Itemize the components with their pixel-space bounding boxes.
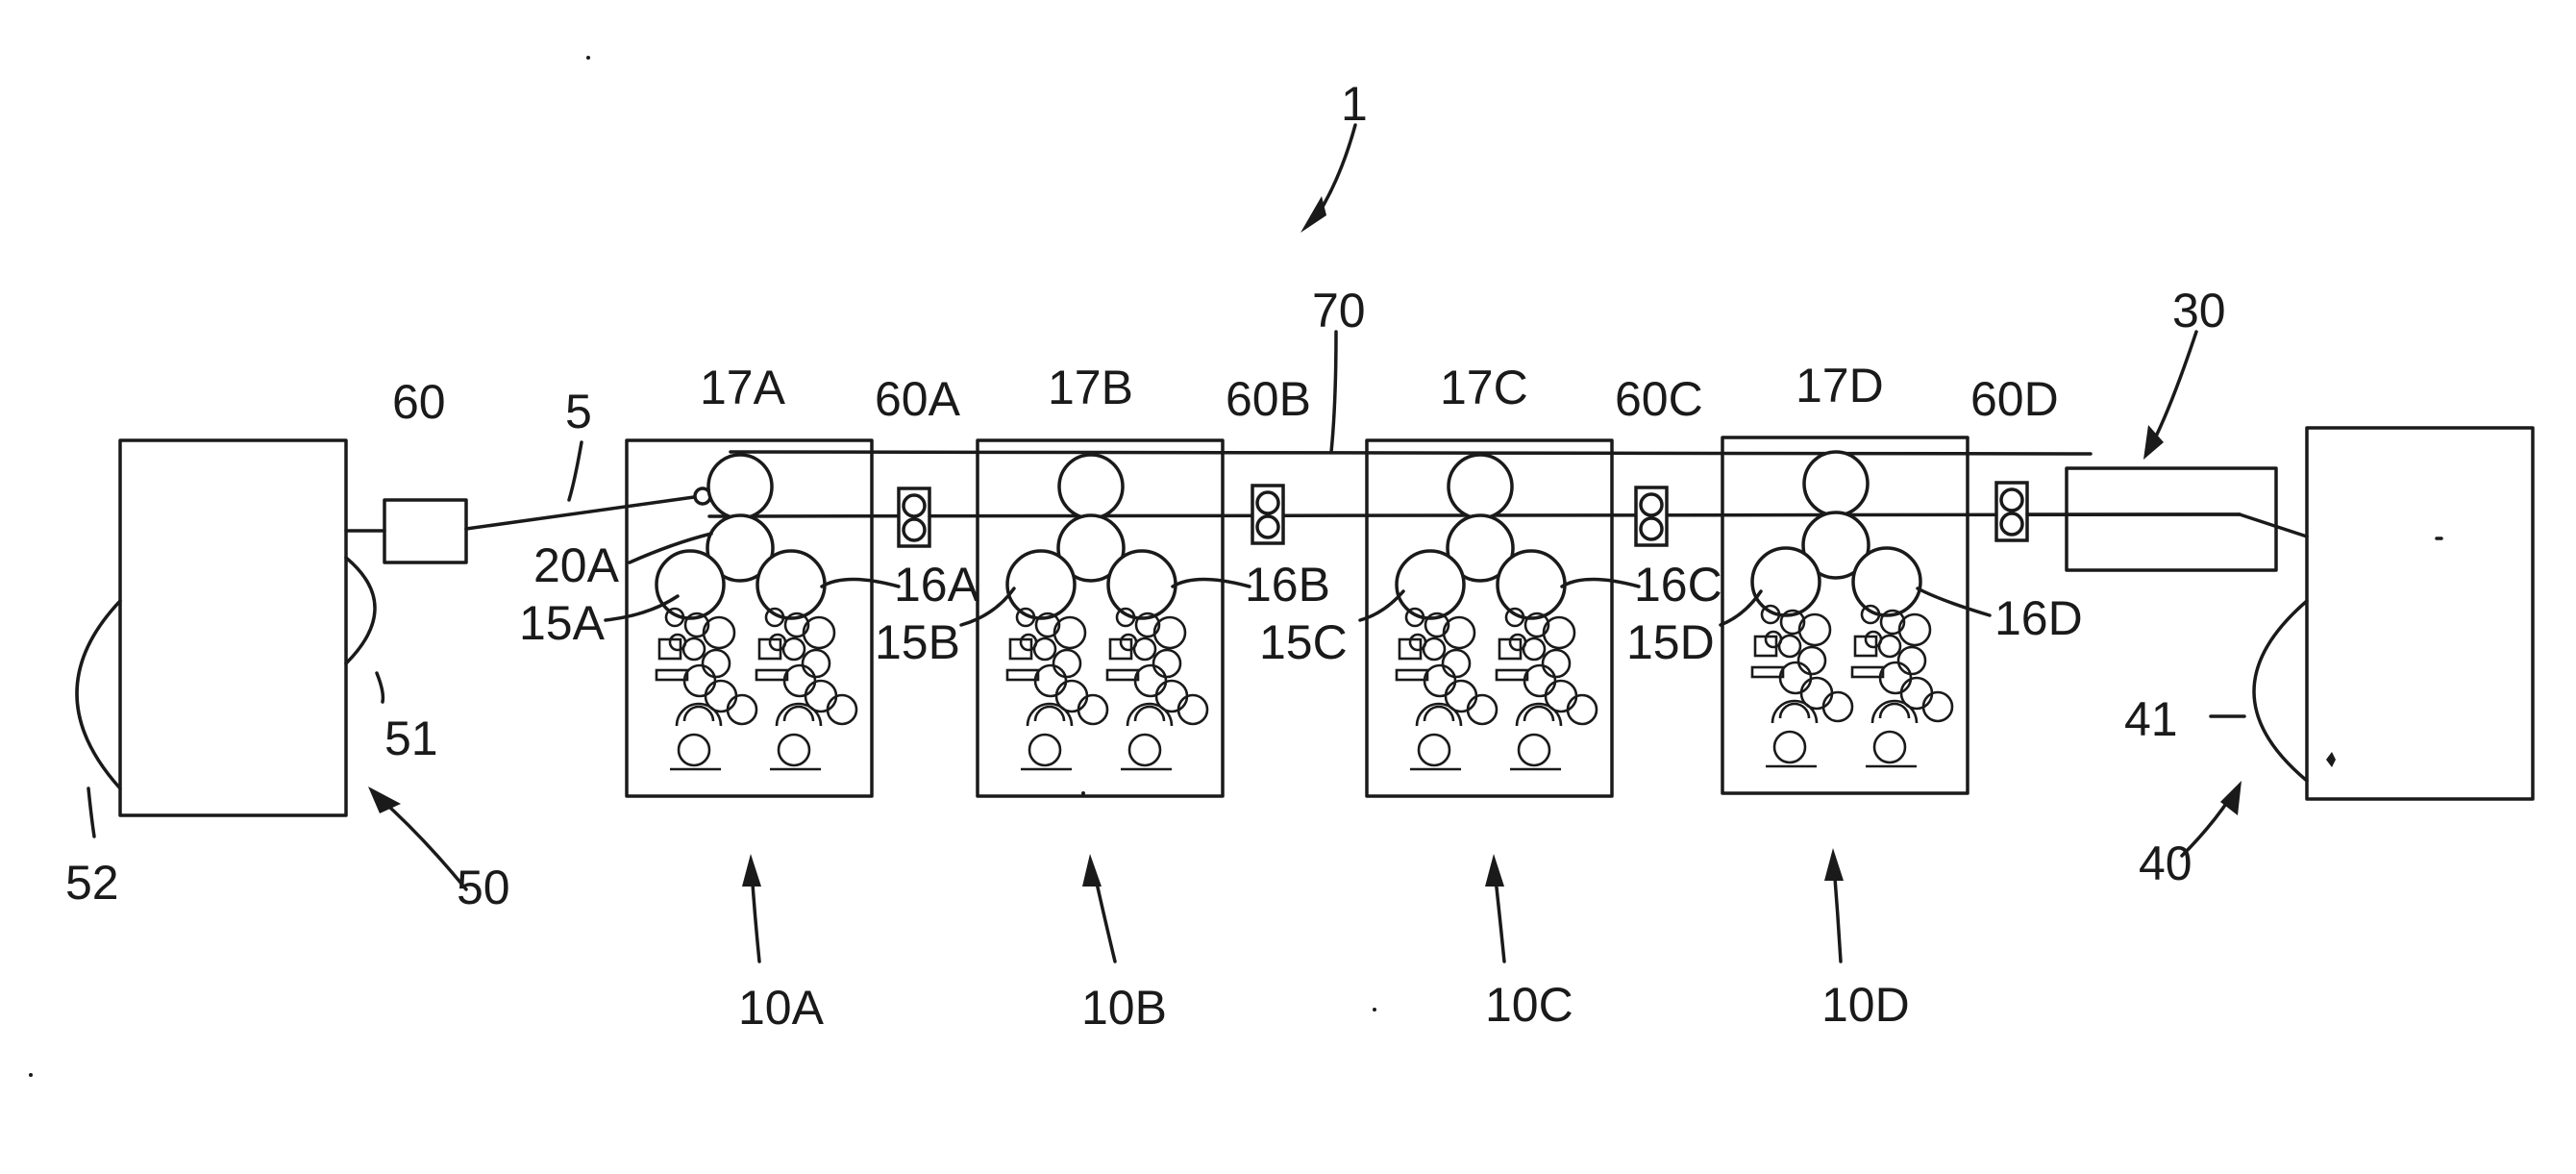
label-20A: 20A <box>533 538 620 592</box>
leader-16C <box>1562 580 1639 587</box>
sensor-60C <box>1636 487 1667 545</box>
impression-cylinder-17A <box>708 455 772 518</box>
leader-16D <box>1918 588 1990 615</box>
dryer-housing <box>2067 468 2276 570</box>
leader-51 <box>377 673 383 702</box>
label-17A: 17A <box>700 361 786 414</box>
unwinder-housing <box>120 440 346 815</box>
label-60D: 60D <box>1970 372 2059 426</box>
rewinder-roll-41 <box>2254 601 2307 781</box>
arrowheads <box>368 196 2242 887</box>
printing-unit-10B <box>978 440 1223 796</box>
arrow-50 <box>368 787 401 813</box>
label-52: 52 <box>65 856 119 910</box>
ink-speck <box>2326 752 2336 767</box>
leader-5 <box>569 442 582 500</box>
blanket-cylinder-16C <box>1498 551 1565 618</box>
arrow-10A <box>742 854 761 887</box>
web-5-entry <box>466 497 694 529</box>
label-60: 60 <box>392 375 446 429</box>
label-10C: 10C <box>1485 978 1573 1032</box>
label-1: 1 <box>1341 77 1368 131</box>
label-17B: 17B <box>1048 361 1133 414</box>
frame-line-70 <box>731 452 2091 454</box>
label-5: 5 <box>565 385 592 438</box>
label-60C: 60C <box>1615 372 1703 426</box>
label-15D: 15D <box>1626 615 1715 669</box>
leader-lines <box>88 125 2244 962</box>
web-5-exit <box>2240 514 2307 537</box>
label-16A: 16A <box>894 558 980 612</box>
blanket-cylinder-16B <box>1108 551 1176 618</box>
leader-16A <box>822 580 899 587</box>
blanket-cylinder-16D <box>1853 548 1920 615</box>
sensor-60D <box>1996 483 2027 540</box>
label-16D: 16D <box>1994 591 2083 645</box>
label-51: 51 <box>384 712 438 765</box>
label-30: 30 <box>2172 284 2226 337</box>
label-10B: 10B <box>1081 981 1167 1035</box>
printing-unit-10A <box>627 440 872 796</box>
blanket-cylinder-15D <box>1752 548 1820 615</box>
impression-cylinder-17D <box>1804 452 1868 515</box>
label-15B: 15B <box>875 615 960 669</box>
label-16C: 16C <box>1634 558 1722 612</box>
printing-unit-10D <box>1722 437 1968 793</box>
blanket-cylinder-15A <box>656 551 724 618</box>
label-15C: 15C <box>1259 615 1348 669</box>
leader-52 <box>88 788 94 837</box>
preconditioning-box-60 <box>384 500 466 562</box>
sensor-60A <box>899 488 929 546</box>
blanket-cylinder-15B <box>1007 551 1075 618</box>
rewinder-unit-40 <box>2254 428 2533 799</box>
unwinder-roll-52 <box>77 601 120 788</box>
leader-70 <box>1331 332 1336 452</box>
leader-50 <box>380 798 466 889</box>
label-70: 70 <box>1312 284 1366 337</box>
leader-30 <box>2153 332 2196 442</box>
label-60B: 60B <box>1226 372 1311 426</box>
impression-cylinder-17C <box>1449 455 1512 518</box>
arrow-1 <box>1300 196 1326 233</box>
label-10A: 10A <box>738 981 825 1035</box>
arrow-10B <box>1082 854 1102 887</box>
printing-unit-10C <box>1367 440 1612 796</box>
label-10D: 10D <box>1821 978 1910 1032</box>
blanket-cylinder-16A <box>757 551 825 618</box>
arrow-10C <box>1485 854 1504 887</box>
sensor-60B <box>1252 486 1283 543</box>
arrow-10D <box>1824 848 1844 881</box>
impression-cylinder-17B <box>1059 455 1123 518</box>
label-41: 41 <box>2124 692 2178 746</box>
label-60A: 60A <box>875 372 961 426</box>
rewinder-housing <box>2307 428 2533 799</box>
leader-16B <box>1173 580 1250 587</box>
dryer-unit-30 <box>2027 468 2276 570</box>
label-40: 40 <box>2139 837 2192 890</box>
label-17D: 17D <box>1796 359 1884 412</box>
label-17C: 17C <box>1440 361 1528 414</box>
label-50: 50 <box>457 861 510 914</box>
label-15A: 15A <box>519 596 606 650</box>
label-16B: 16B <box>1245 558 1330 612</box>
unwinder-roll-51 <box>346 558 375 663</box>
blanket-cylinder-15C <box>1397 551 1464 618</box>
